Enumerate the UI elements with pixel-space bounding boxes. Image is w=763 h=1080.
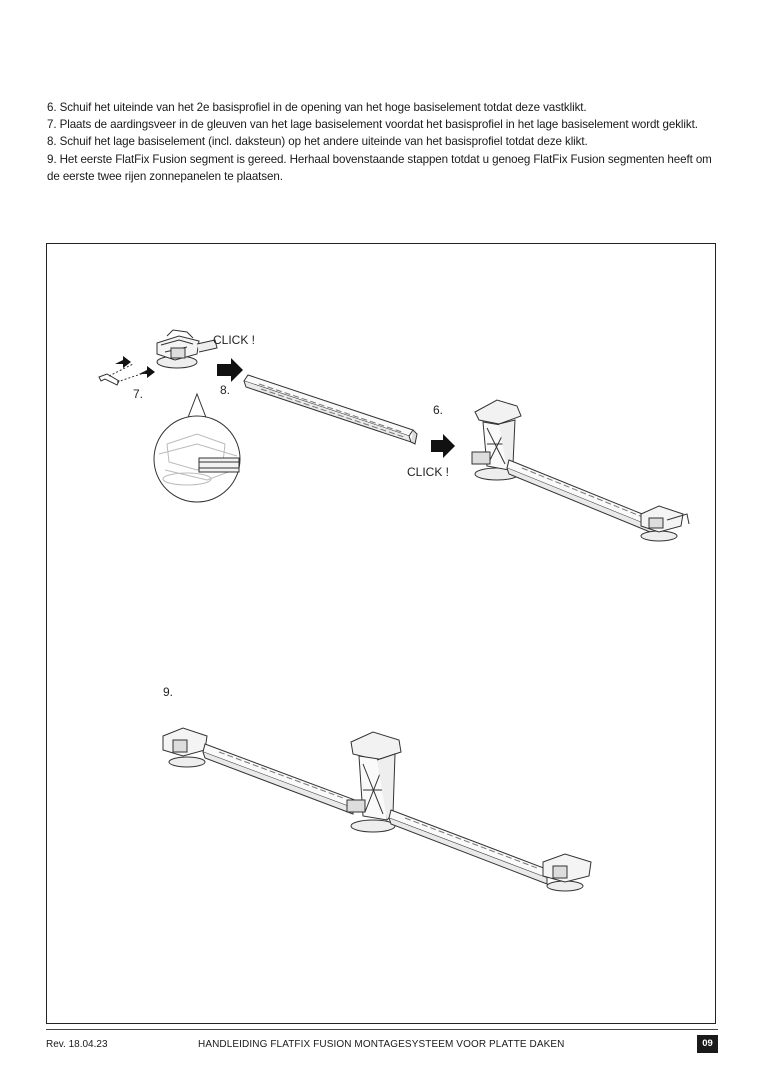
- step-6-label: 6.: [433, 403, 444, 417]
- step-7-label: 7.: [133, 387, 144, 401]
- step-8-label: 8.: [220, 383, 231, 397]
- click-label: CLICK !: [213, 333, 256, 347]
- completed-segment: [162, 727, 592, 892]
- click-label: CLICK !: [407, 465, 450, 479]
- assembly-figure: CLICK ! 7. 8. 6. CLICK ! 9.: [46, 243, 716, 1024]
- detail-magnifier: [153, 392, 241, 503]
- page-number: 09: [697, 1035, 718, 1053]
- instruction-step-9: 9. Het eerste FlatFix Fusion segment is …: [47, 152, 712, 183]
- revision-label: Rev. 18.04.23: [46, 1039, 108, 1050]
- instruction-step-8: 8. Schuif het lage basiselement (incl. d…: [47, 135, 588, 149]
- instruction-step-6: 6. Schuif het uiteinde van het 2e basisp…: [47, 101, 587, 114]
- low-base-element-icon: [640, 505, 690, 542]
- page-footer: Rev. 18.04.23 HANDLEIDING FLATFIX FUSION…: [46, 1029, 718, 1056]
- low-base-element-icon: [156, 329, 218, 369]
- arrow-icon: [431, 434, 455, 458]
- manual-title: HANDLEIDING FLATFIX FUSION MONTAGESYSTEE…: [198, 1039, 565, 1050]
- instruction-step-7: 7. Plaats de aardingsveer in de gleuven …: [47, 118, 698, 132]
- arrow-icon: [217, 358, 243, 382]
- base-profile-rail: [243, 374, 418, 445]
- instruction-text: 6. Schuif het uiteinde van het 2e basisp…: [47, 99, 722, 185]
- earthing-spring-icon: [98, 373, 120, 386]
- step-9-label: 9.: [163, 685, 174, 699]
- assembly-illustration: [98, 329, 690, 892]
- arrow-icon: [115, 356, 155, 378]
- long-rail: [506, 459, 658, 535]
